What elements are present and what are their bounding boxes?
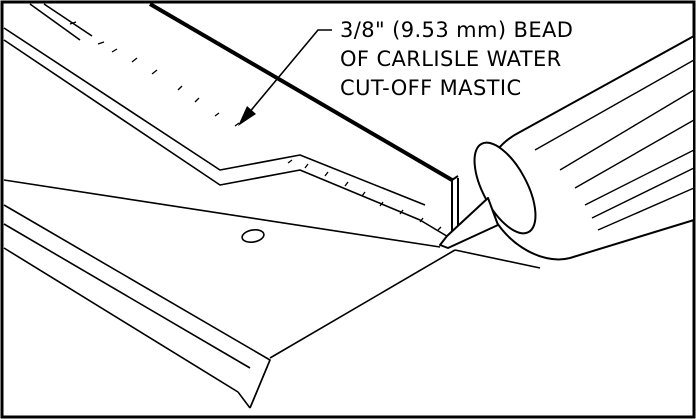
callout-line-2: OF CARLISLE WATER <box>340 47 562 71</box>
mastic-tube <box>439 35 695 261</box>
callout-line-3: CUT-OFF MASTIC <box>340 76 522 100</box>
mastic-texture <box>69 21 442 231</box>
roof-panel <box>3 3 541 409</box>
fastener-hole <box>241 228 265 244</box>
callout-leader <box>247 29 332 115</box>
callout-label: 3/8" (9.53 mm) BEAD OF CARLISLE WATER CU… <box>340 18 573 100</box>
panel-seam-line <box>269 249 456 359</box>
panel-top-edge <box>3 39 451 239</box>
cutoff-rib <box>148 2 459 232</box>
panel-flange-edge <box>3 27 426 206</box>
panel-lower-edge-1 <box>3 204 271 409</box>
panel-lower-edge-2 <box>3 223 251 369</box>
callout-line-1: 3/8" (9.53 mm) BEAD <box>340 18 573 42</box>
leader-arrowhead <box>238 106 256 126</box>
